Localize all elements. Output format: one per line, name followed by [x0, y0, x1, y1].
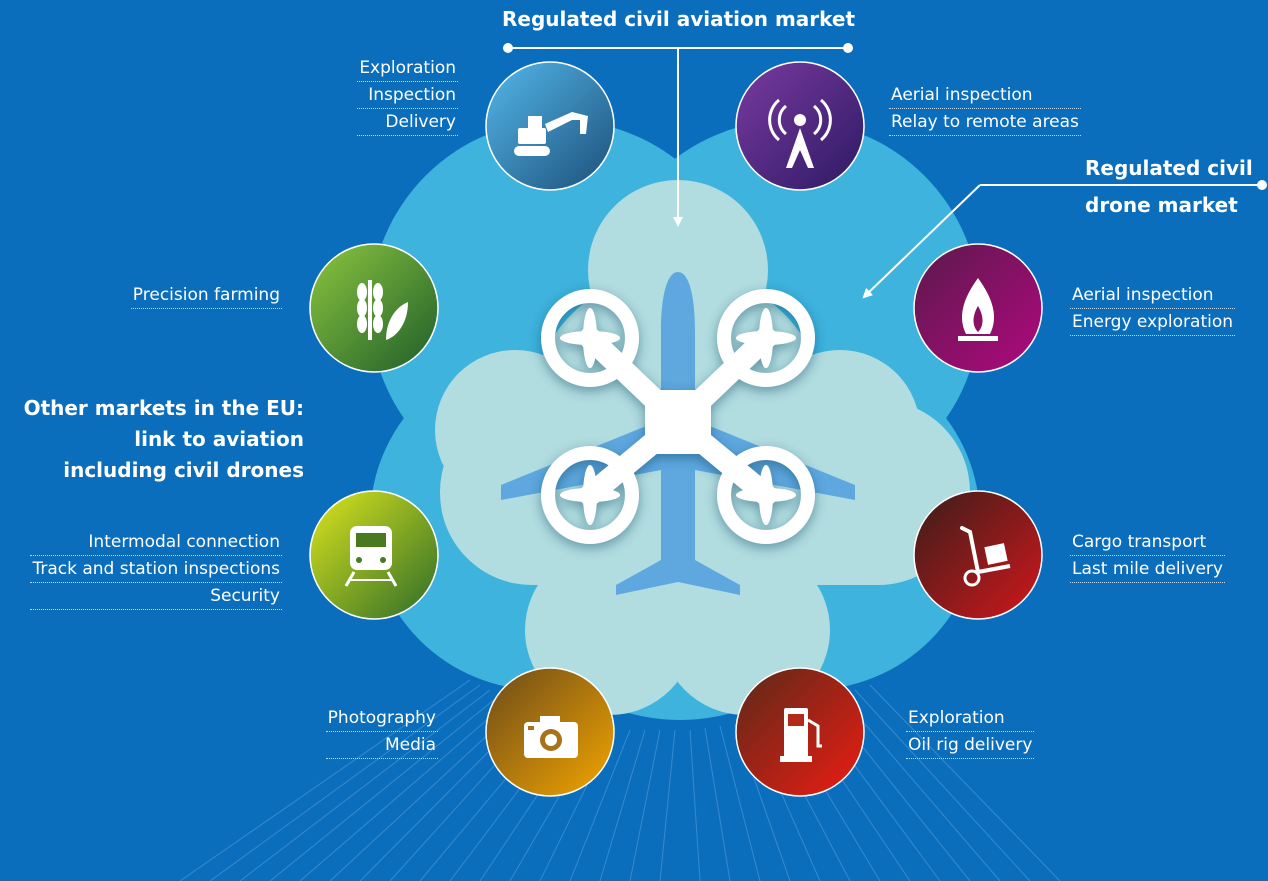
mining-label: Exploration	[357, 55, 458, 82]
sector-agriculture	[309, 243, 439, 373]
mining-label: Inspection	[357, 82, 458, 109]
other-markets-line1: Other markets in the EU:	[23, 396, 304, 420]
excavator-icon	[514, 112, 588, 156]
oil-label: Oil rig delivery	[906, 732, 1035, 759]
wheat-leaf-icon	[357, 280, 408, 340]
logistics-label: Last mile delivery	[1070, 556, 1225, 583]
sector-telecom	[735, 61, 865, 191]
rail-label: Security	[30, 583, 282, 610]
media-label: Media	[325, 732, 438, 759]
telecom-label: Aerial inspection	[889, 82, 1081, 109]
drone-market-title-line1: Regulated civil	[1085, 156, 1253, 180]
oil-labels: Exploration Oil rig delivery	[906, 705, 1035, 759]
telecom-label: Relay to remote areas	[889, 109, 1081, 136]
other-markets-heading: Other markets in the EU: link to aviatio…	[24, 393, 304, 486]
train-icon	[344, 526, 398, 587]
drone-market-title-line2: drone market	[1085, 193, 1238, 217]
energy-labels: Aerial inspection Energy exploration	[1070, 282, 1236, 336]
sector-oil	[735, 667, 865, 797]
logistics-label: Cargo transport	[1070, 529, 1225, 556]
rail-label: Track and station inspections	[30, 556, 282, 583]
rail-labels: Intermodal connection Track and station …	[30, 529, 282, 610]
sector-media	[485, 667, 615, 797]
other-markets-line3: including civil drones	[63, 458, 304, 482]
aviation-market-title: Regulated civil aviation market	[502, 7, 856, 31]
media-label: Photography	[325, 705, 438, 732]
hand-truck-icon	[960, 526, 1011, 587]
aviation-market-pointer	[503, 43, 853, 227]
media-labels: Photography Media	[325, 705, 438, 759]
sector-rail	[309, 490, 439, 620]
sector-energy	[913, 243, 1043, 373]
agriculture-label: Precision farming	[130, 282, 282, 309]
telecom-labels: Aerial inspection Relay to remote areas	[889, 82, 1081, 136]
rail-label: Intermodal connection	[30, 529, 282, 556]
oil-label: Exploration	[906, 705, 1035, 732]
sector-logistics	[913, 490, 1043, 620]
drone-icon	[541, 289, 815, 544]
camera-icon	[524, 716, 578, 758]
flame-icon	[958, 278, 998, 341]
mining-labels: Exploration Inspection Delivery	[357, 55, 458, 136]
fuel-pump-icon	[780, 708, 822, 762]
drone-market-pointer	[862, 180, 1267, 299]
other-markets-line2: link to aviation	[134, 427, 304, 451]
antenna-tower-icon	[768, 98, 832, 168]
mining-label: Delivery	[357, 109, 458, 136]
sector-mining	[485, 61, 615, 191]
energy-label: Energy exploration	[1070, 309, 1236, 336]
energy-label: Aerial inspection	[1070, 282, 1236, 309]
logistics-labels: Cargo transport Last mile delivery	[1070, 529, 1225, 583]
agriculture-labels: Precision farming	[130, 282, 282, 309]
